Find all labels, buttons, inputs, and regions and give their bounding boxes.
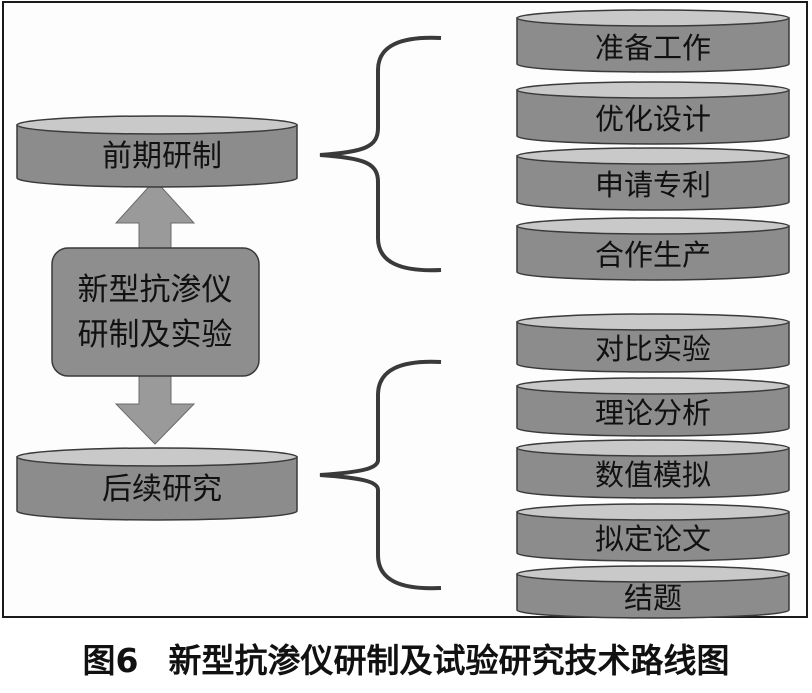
- roadmap-diagram: 新型抗渗仪 研制及实验 前期研制 后续研究 准备工作 优化设计: [16, 9, 790, 619]
- phase-later: 后续研究: [16, 447, 298, 521]
- step-item: 数值模拟: [516, 439, 790, 499]
- center-box-line-1: 新型抗渗仪: [78, 272, 233, 308]
- step-label: 数值模拟: [595, 458, 711, 492]
- step-item: 对比实验: [516, 313, 790, 373]
- step-item: 理论分析: [516, 377, 790, 437]
- step-item: 合作生产: [516, 217, 790, 281]
- step-label: 结题: [624, 581, 682, 615]
- step-item: 优化设计: [516, 81, 790, 145]
- arrow-down-icon: [114, 375, 196, 445]
- figure-title: 新型抗渗仪研制及试验研究技术路线图: [168, 641, 730, 680]
- brace-later: [319, 359, 442, 591]
- step-item: 申请专利: [516, 147, 790, 211]
- step-label: 理论分析: [595, 396, 711, 430]
- step-label: 对比实验: [595, 332, 711, 366]
- step-label: 准备工作: [595, 31, 711, 65]
- arrow-up-icon: [114, 179, 196, 253]
- phase-later-label: 后续研究: [102, 472, 222, 507]
- figure-caption: 图6 新型抗渗仪研制及试验研究技术路线图: [0, 628, 812, 688]
- step-item: 拟定论文: [516, 503, 790, 562]
- step-item: 准备工作: [516, 9, 790, 73]
- step-label: 拟定论文: [595, 522, 711, 556]
- step-label: 优化设计: [595, 102, 711, 136]
- step-item: 结题: [516, 565, 790, 619]
- figure-number: 图6: [82, 641, 139, 680]
- phase-early-label: 前期研制: [102, 139, 222, 174]
- brace-early: [319, 35, 442, 273]
- phase-early: 前期研制: [16, 115, 298, 188]
- step-label: 合作生产: [595, 238, 711, 272]
- center-box: [51, 247, 260, 377]
- step-label: 申请专利: [595, 168, 711, 202]
- center-box-line-2: 研制及实验: [78, 317, 233, 353]
